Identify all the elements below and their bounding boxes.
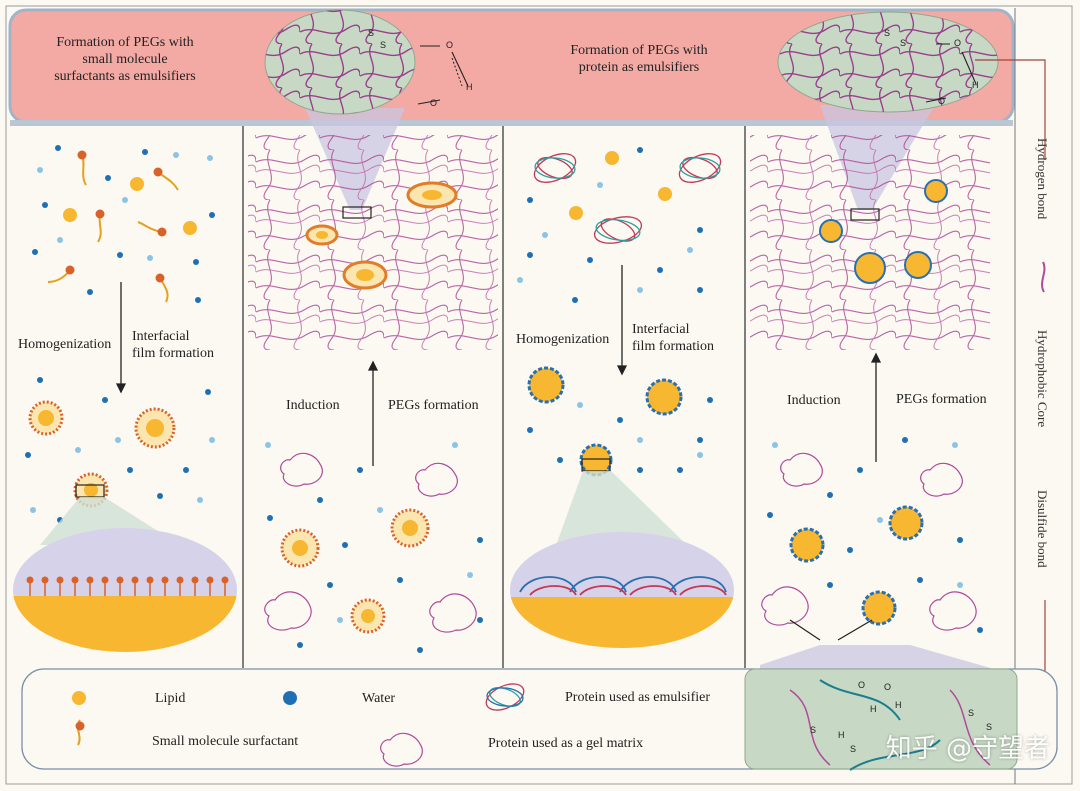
- bond-o-3: O: [954, 38, 961, 48]
- legend-icons: [72, 683, 525, 767]
- legend-lipid: Lipid: [155, 691, 186, 706]
- connector-top: [975, 59, 1046, 160]
- lens-cone-panel3: [555, 471, 690, 548]
- side-label-hydrogen-bond: Hydrogen bond: [1035, 138, 1050, 220]
- bond-o-1: O: [446, 40, 453, 50]
- p4-induction-label: Induction: [787, 393, 841, 408]
- inset-o-2: O: [884, 682, 891, 692]
- side-label-disulfide-bond: Disulfide bond: [1035, 490, 1050, 568]
- bond-o-2: O: [430, 98, 437, 108]
- side-label-hydrophobic-core: Hydrophobic Core: [1035, 330, 1050, 428]
- inset-s-3: S: [968, 708, 974, 718]
- inset-o-1: O: [858, 680, 865, 690]
- zoom-marker-panel2: [342, 206, 372, 219]
- p3-interfacial-label: Interfacial film formation: [632, 322, 715, 354]
- protein-droplet-group-panel4: [819, 179, 948, 284]
- panel4-lower-content: [761, 437, 983, 641]
- bond-s-2: S: [380, 40, 386, 50]
- inset-h-1: H: [870, 704, 877, 714]
- panel2-lower-content: [264, 442, 483, 653]
- bond-o-4: O: [938, 96, 945, 106]
- panel3-protein-clusters: [533, 153, 722, 244]
- inset-h-3: H: [838, 730, 845, 740]
- panel3-top-particles: [517, 147, 703, 303]
- bond-s-4: S: [900, 38, 906, 48]
- legend-surfactant: Small molecule surfactant: [152, 734, 299, 749]
- inset-s-2: S: [850, 744, 856, 754]
- arrows: [115, 265, 882, 466]
- panel1-top-particles: [32, 145, 215, 303]
- top-right-title: Formation of PEGs with protein as emulsi…: [570, 43, 708, 75]
- bond-inset: O O H H S H S S S: [744, 668, 1018, 771]
- top-left-title: Formation of PEGs with small molecule su…: [54, 35, 196, 84]
- p1-homogenization-label: Homogenization: [18, 337, 112, 352]
- lens-cone-panel4: [760, 645, 1015, 675]
- bond-s-3: S: [884, 28, 890, 38]
- top-band-divider: [10, 120, 1013, 126]
- p4-pegs-formation-label: PEGs formation: [896, 392, 987, 407]
- droplet-group-panel2: [305, 181, 458, 290]
- legend-water: Water: [362, 691, 396, 706]
- legend-protein-emulsifier: Protein used as emulsifier: [565, 690, 711, 705]
- bond-s-1: S: [368, 28, 374, 38]
- bond-h-2: H: [972, 80, 979, 90]
- p2-induction-label: Induction: [286, 398, 340, 413]
- zoom-ellipse-top-right: S S O H O: [777, 11, 999, 113]
- polymer-strand-sample: [1041, 261, 1046, 293]
- panel3-coated-droplets: [527, 366, 713, 477]
- legend-protein-gel: Protein used as a gel matrix: [488, 736, 644, 751]
- inset-h-2: H: [895, 700, 902, 710]
- p3-homogenization-label: Homogenization: [516, 332, 610, 347]
- gel-network-panel4: [750, 135, 990, 350]
- p2-pegs-formation-label: PEGs formation: [388, 398, 479, 413]
- inset-s-1: S: [810, 725, 816, 735]
- inset-s-4: S: [986, 722, 992, 732]
- watermark: 知乎 @守望者: [885, 734, 1050, 764]
- bond-h-1: H: [466, 82, 473, 92]
- zoom-ellipse-top-left: S S O H O: [264, 9, 473, 115]
- gel-network-panel2: [248, 135, 498, 350]
- zoom-marker-panel4: [850, 208, 880, 221]
- p1-interfacial-label: Interfacial film formation: [132, 329, 215, 361]
